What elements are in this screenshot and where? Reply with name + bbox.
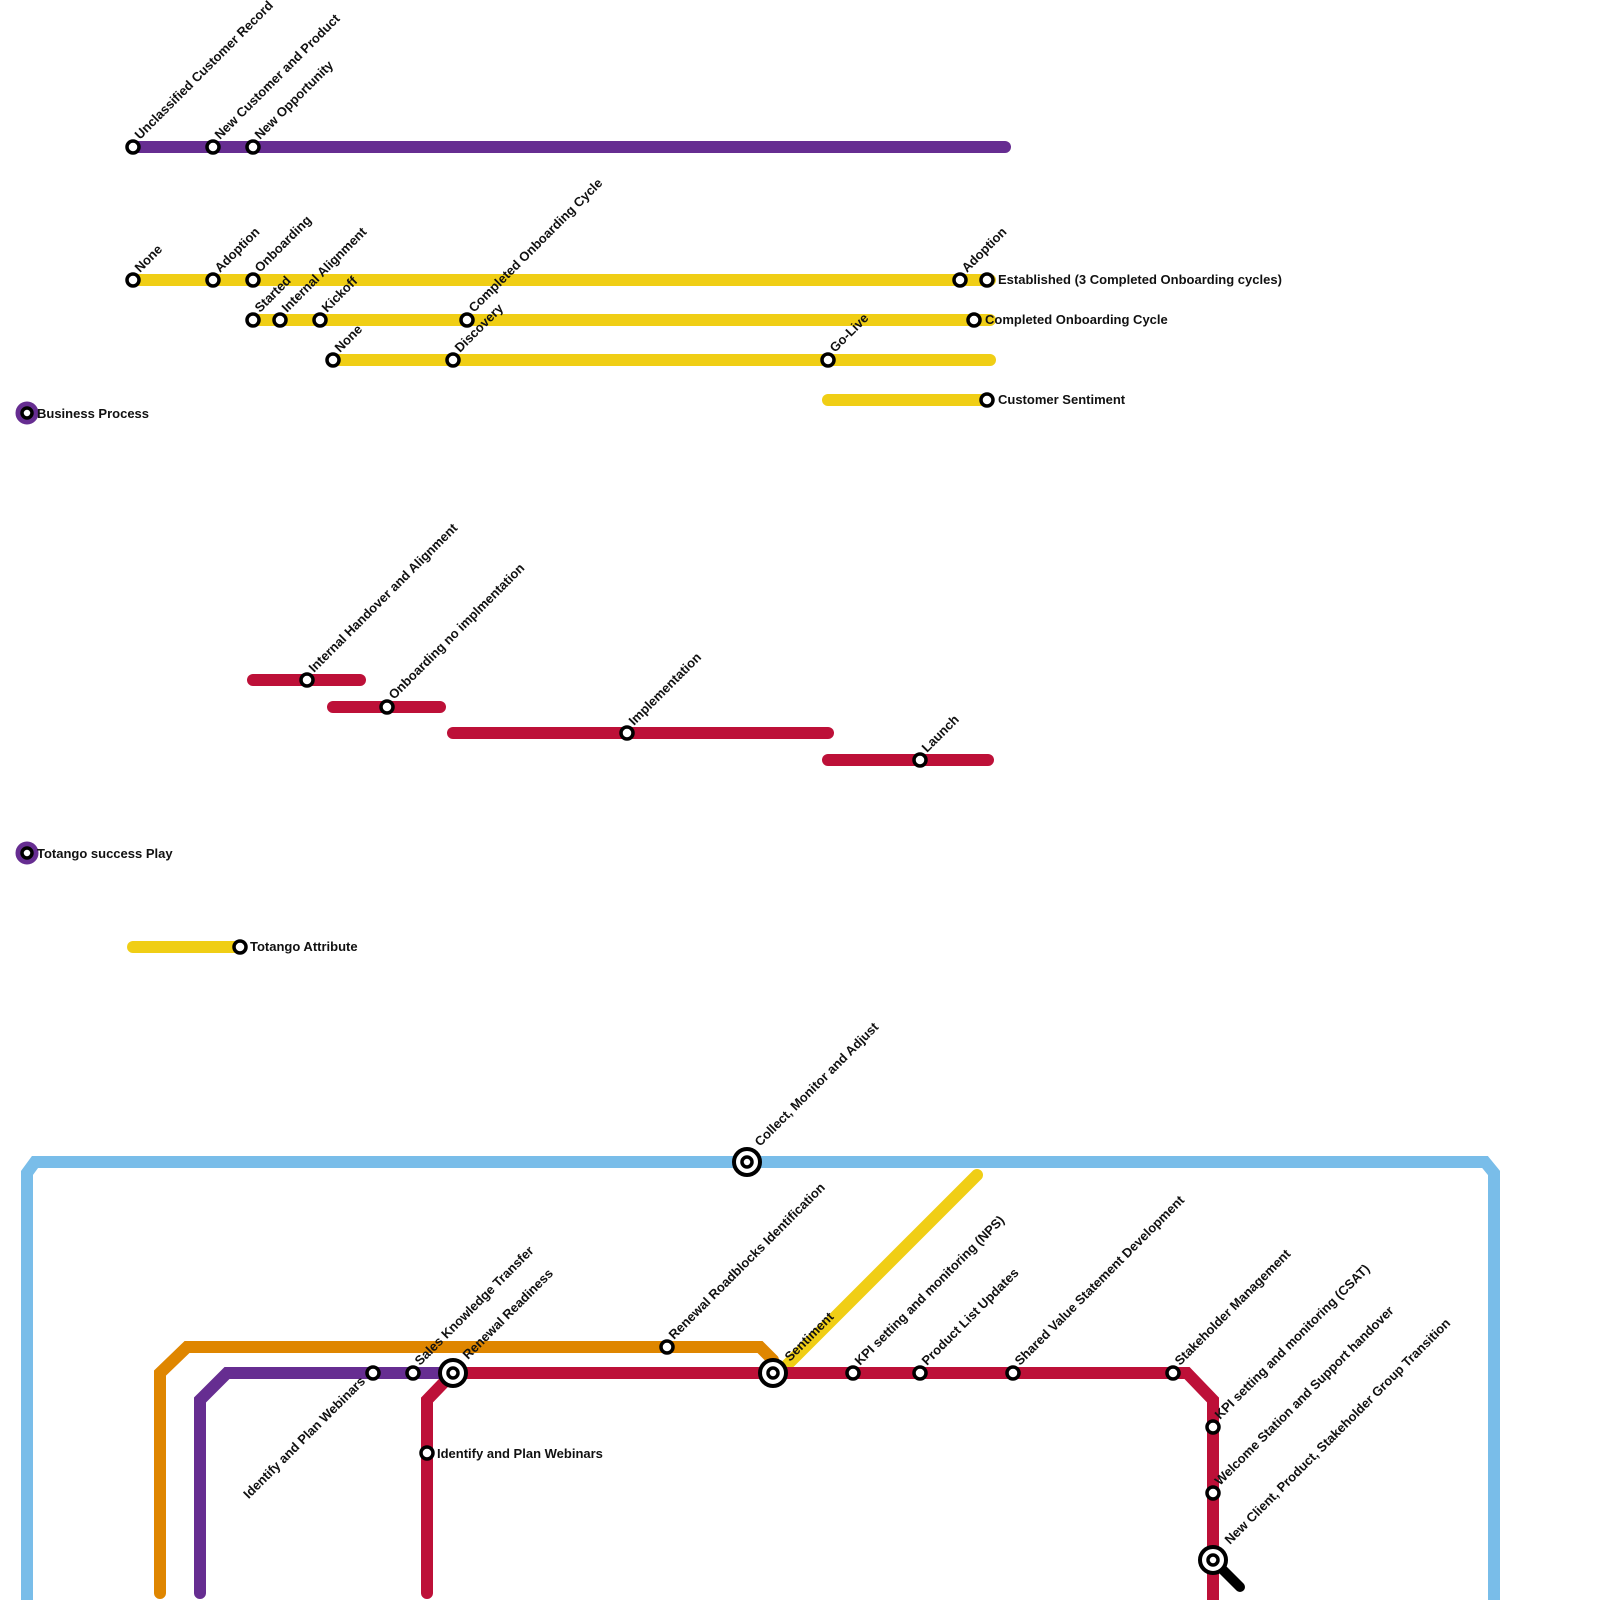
- station-onb-completed[interactable]: [459, 312, 475, 328]
- station-stage-onboarding[interactable]: [245, 272, 261, 288]
- business-process-marker-icon: [20, 406, 34, 420]
- station-onb-completed-end[interactable]: [966, 312, 982, 328]
- legend-attribute-label: Totango Attribute: [250, 939, 358, 954]
- success-play-marker-icon: [20, 846, 34, 860]
- success-plays: Internal Handover and Alignment Onboardi…: [247, 520, 994, 768]
- lifecycle-line: Unclassified Customer Record New Custome…: [125, 0, 1011, 155]
- label-onb-completed-end: Completed Onboarding Cycle: [985, 312, 1168, 327]
- station-welcome[interactable]: [1205, 1485, 1221, 1501]
- station-stage-none[interactable]: [125, 272, 141, 288]
- label-transition: New Client, Product, Stakeholder Group T…: [1222, 1315, 1454, 1547]
- station-stakeholder[interactable]: [1165, 1365, 1181, 1381]
- station-renewal-roadblocks[interactable]: [659, 1339, 675, 1355]
- station-kpi-nps[interactable]: [845, 1365, 861, 1381]
- station-product-updates[interactable]: [912, 1365, 928, 1381]
- sentiment-diagonal-track: [781, 1169, 983, 1371]
- label-stage-established: Established (3 Completed Onboarding cycl…: [998, 272, 1282, 287]
- label-sentiment: Sentiment: [782, 1309, 838, 1365]
- station-shared-value[interactable]: [1005, 1365, 1021, 1381]
- hub-collect-inner: [740, 1155, 754, 1169]
- hub-renewal-readiness-inner: [446, 1366, 460, 1380]
- station-identify-webinars-red[interactable]: [419, 1445, 435, 1461]
- station-launch[interactable]: [912, 752, 928, 768]
- station-unclassified[interactable]: [125, 139, 141, 155]
- purple-branch-track: [194, 1367, 459, 1599]
- label-phase-none: None: [332, 322, 366, 356]
- label-renewal-roadblocks: Renewal Roadblocks Identification: [666, 1180, 828, 1342]
- station-stage-adoption[interactable]: [205, 272, 221, 288]
- label-identify-webinars-purple: Identify and Plan Webinars: [240, 1374, 368, 1502]
- red-main-track: [453, 1367, 1219, 1600]
- station-identify-webinars-purple[interactable]: [365, 1365, 381, 1381]
- station-onboarding-play[interactable]: [379, 699, 395, 715]
- station-phase-discovery[interactable]: [445, 352, 461, 368]
- station-stage-adoption-2[interactable]: [952, 272, 968, 288]
- label-stage-onboarding: Onboarding: [252, 212, 315, 275]
- hub-sentiment-inner: [766, 1366, 780, 1380]
- attribute-lines: None Adoption Onboarding Adoption Establ…: [125, 175, 1282, 408]
- station-onb-internal-alignment[interactable]: [272, 312, 288, 328]
- label-implementation: Implementation: [626, 650, 705, 729]
- station-new-opportunity[interactable]: [245, 139, 261, 155]
- label-unclassified: Unclassified Customer Record: [132, 0, 276, 142]
- station-handover[interactable]: [299, 672, 315, 688]
- station-onb-kickoff[interactable]: [312, 312, 328, 328]
- label-launch: Launch: [919, 712, 962, 755]
- station-onb-started[interactable]: [245, 312, 261, 328]
- legend-attribute: Totango Attribute: [127, 939, 358, 955]
- station-phase-none[interactable]: [325, 352, 341, 368]
- label-shared-value: Shared Value Statement Development: [1012, 1192, 1188, 1368]
- station-kpi-csat[interactable]: [1205, 1419, 1221, 1435]
- station-new-customer[interactable]: [205, 139, 221, 155]
- station-phase-go-live[interactable]: [820, 352, 836, 368]
- station-sales-transfer[interactable]: [405, 1365, 421, 1381]
- station-stage-established[interactable]: [979, 272, 995, 288]
- label-stage-none: None: [132, 242, 166, 276]
- station-customer-sentiment[interactable]: [979, 392, 995, 408]
- label-identify-webinars-red: Identify and Plan Webinars: [437, 1446, 603, 1461]
- journey-network: Collect, Monitor and Adjust Renewal Road…: [21, 1019, 1500, 1600]
- hub-transition-inner: [1206, 1553, 1220, 1567]
- label-kpi-nps: KPI setting and monitoring (NPS): [852, 1212, 1008, 1368]
- legend-business-process-label: Business Process: [37, 406, 149, 421]
- label-stage-adoption-2: Adoption: [959, 224, 1010, 275]
- legend-business-process: Business Process: [15, 401, 149, 425]
- legend-success-play: Totango success Play: [15, 841, 173, 865]
- legend-success-play-label: Totango success Play: [37, 846, 173, 861]
- label-customer-sentiment: Customer Sentiment: [998, 392, 1126, 407]
- renewal-track: [154, 1341, 779, 1599]
- attribute-marker-icon: [232, 939, 248, 955]
- label-onb-completed: Completed Onboarding Cycle: [466, 175, 606, 315]
- red-branch-track: [421, 1367, 459, 1599]
- label-hub: Collect, Monitor and Adjust: [752, 1019, 882, 1149]
- station-implementation[interactable]: [619, 725, 635, 741]
